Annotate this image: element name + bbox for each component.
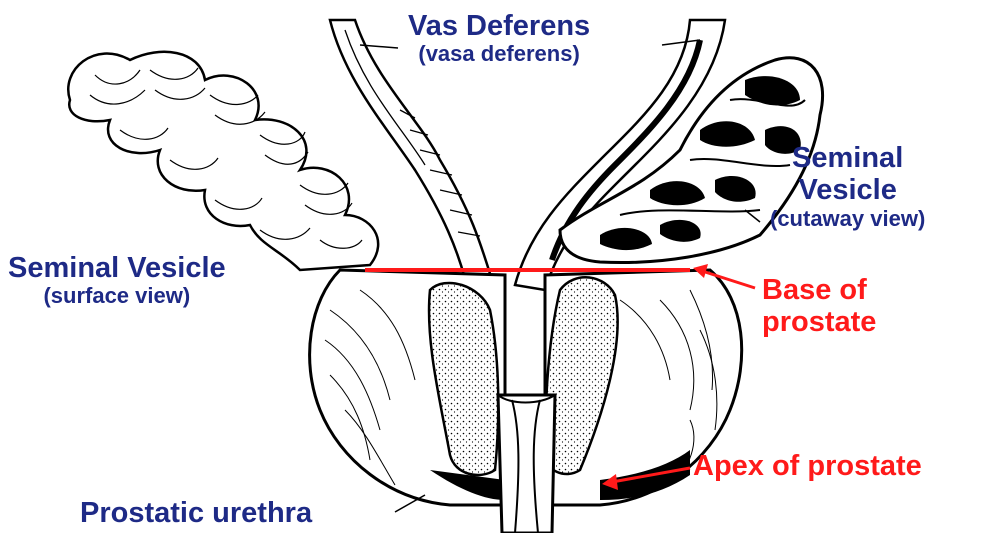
- seminal-vesicle-cutaway-line3: (cutaway view): [770, 207, 925, 232]
- seminal-vesicle-surface-label: Seminal Vesicle (surface view): [8, 252, 226, 309]
- vas-deferens-label-line2: (vasa deferens): [408, 42, 590, 67]
- prostatic-urethra-label: Prostatic urethra: [80, 497, 312, 529]
- vas-deferens-label: Vas Deferens (vasa deferens): [408, 10, 590, 67]
- seminal-vesicle-surface-line1: Seminal Vesicle: [8, 252, 226, 284]
- seminal-vesicle-surface-line2: (surface view): [8, 284, 226, 309]
- base-of-prostate-line2: prostate: [762, 306, 876, 338]
- base-of-prostate-label: Base of prostate: [762, 274, 876, 339]
- vas-deferens-label-line1: Vas Deferens: [408, 10, 590, 42]
- base-of-prostate-line1: Base of: [762, 274, 876, 306]
- seminal-vesicle-cutaway-label: Seminal Vesicle (cutaway view): [770, 142, 925, 232]
- apex-of-prostate-label: Apex of prostate: [693, 450, 922, 482]
- seminal-vesicle-cutaway-line1: Seminal: [770, 142, 925, 174]
- seminal-vesicle-cutaway-line2: Vesicle: [770, 174, 925, 206]
- prostatic-urethra-shape: [498, 395, 555, 533]
